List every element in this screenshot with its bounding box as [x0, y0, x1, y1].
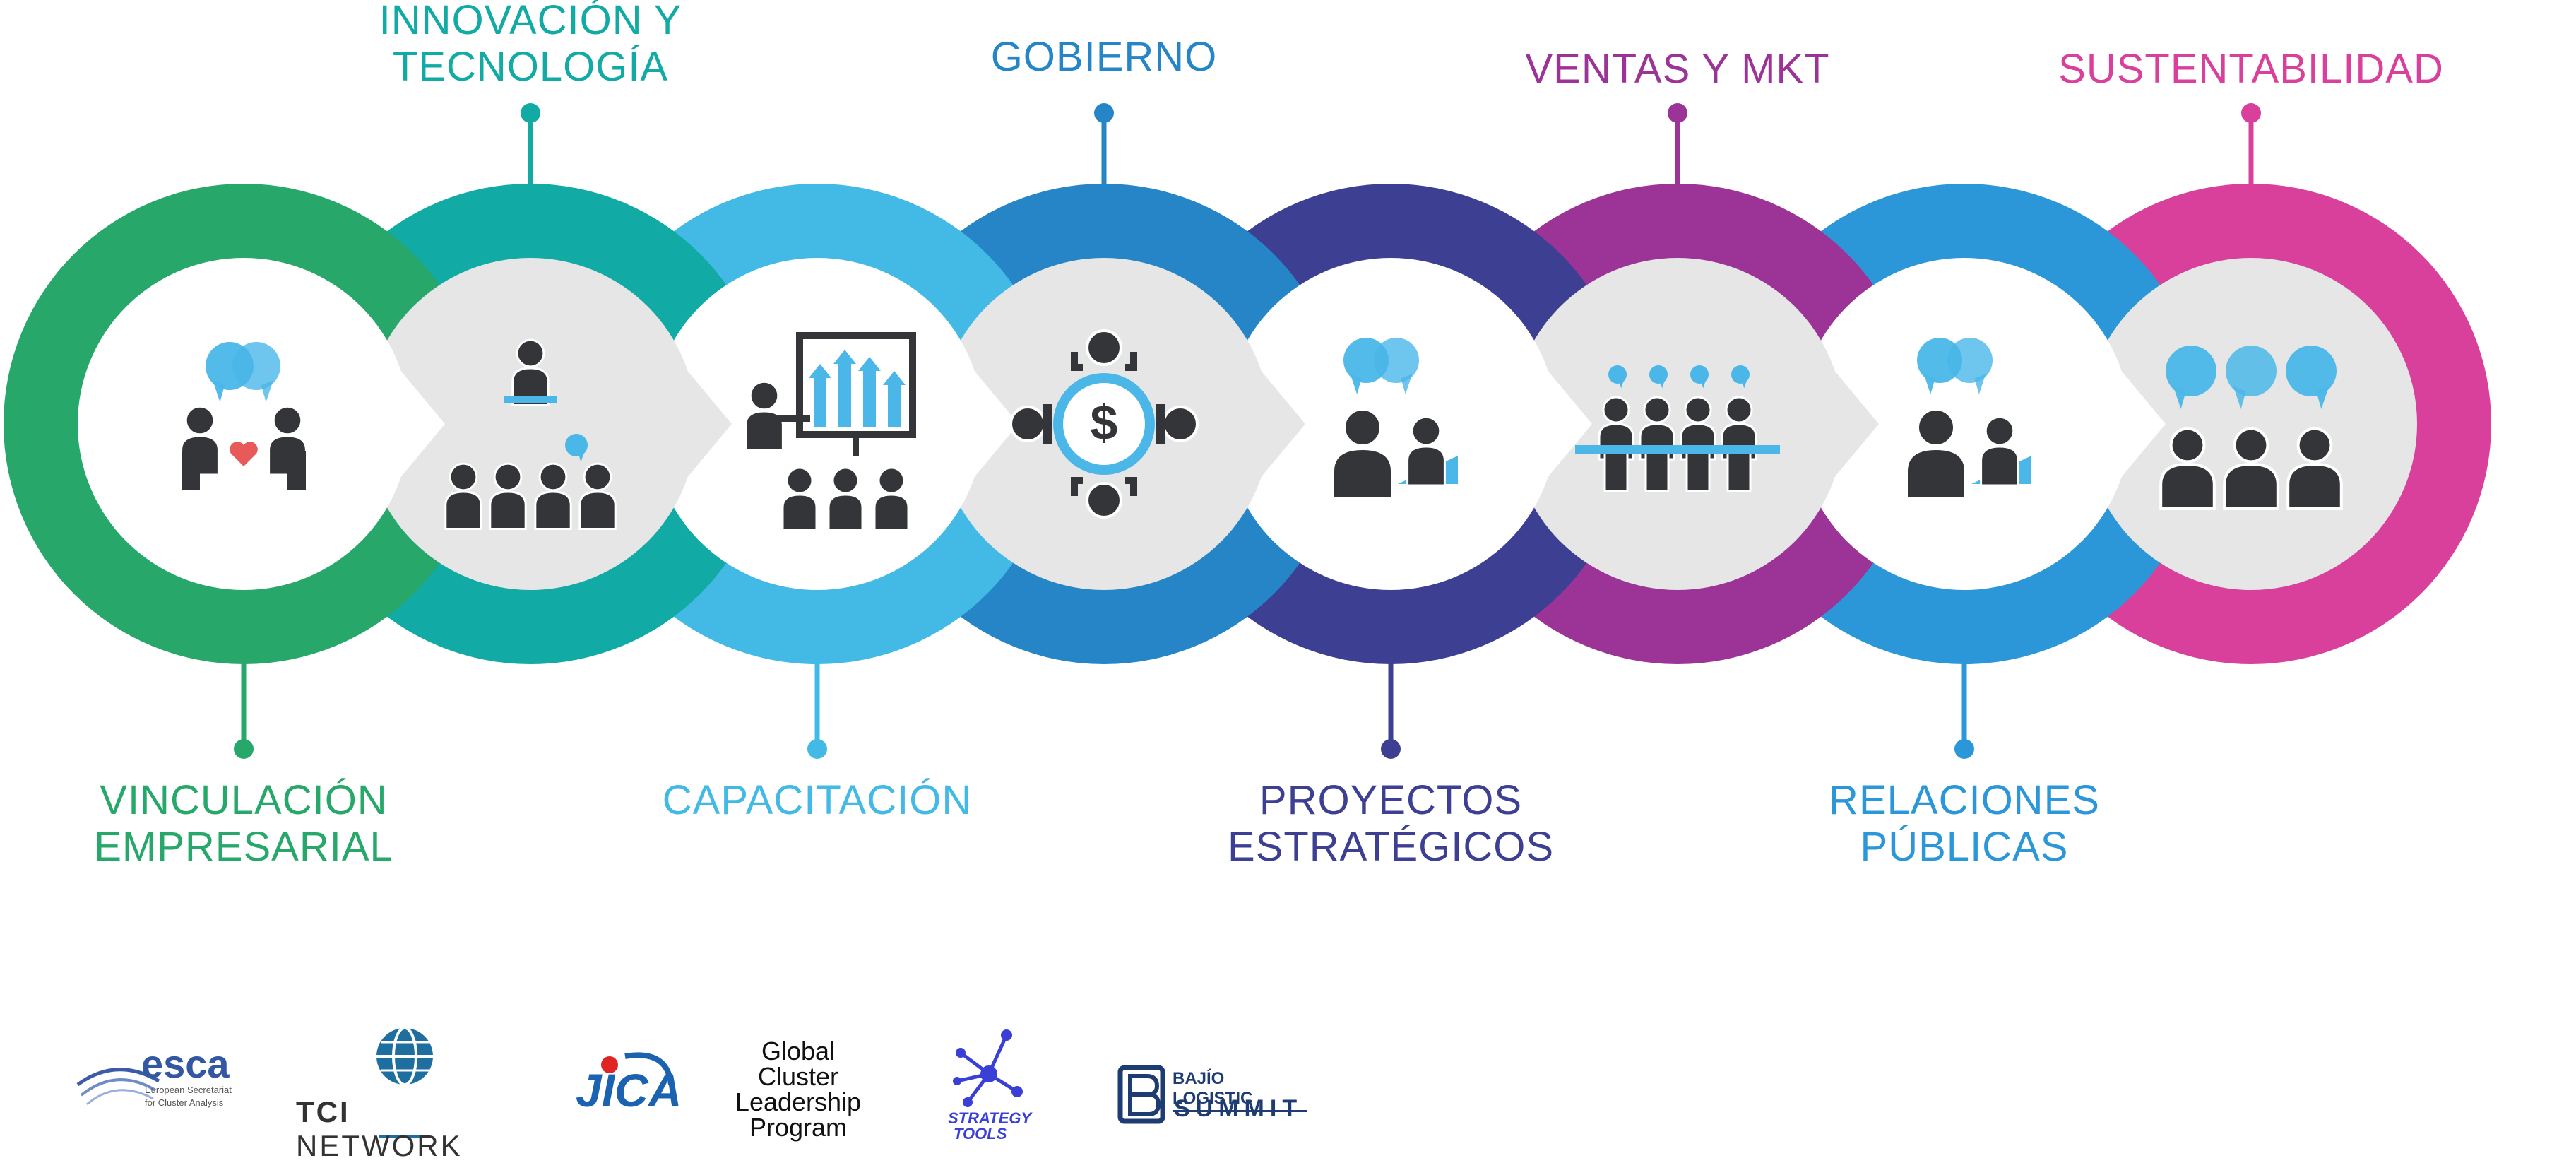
- arrow-chevron-innovacion: [661, 339, 732, 509]
- group-chat-icon: [2159, 346, 2343, 510]
- arrow-chevron-capacitacion: [948, 339, 1019, 509]
- label-gobierno: GOBIERNO: [991, 34, 1218, 81]
- strategy-line-2: TOOLS: [954, 1125, 1007, 1143]
- b-monogram-icon: [1117, 1065, 1165, 1124]
- arrow-chevron-relaciones: [2095, 339, 2166, 509]
- tci-network-logo: TCI NETWORK: [293, 1025, 519, 1162]
- strategy-line-1: STRATEGY: [948, 1109, 1032, 1127]
- label-vinculacion-line: VINCULACIÓN: [100, 777, 388, 823]
- arrow-chevron-vinculacion: [374, 339, 445, 509]
- label-innovacion-line: INNOVACIÓN Y: [379, 0, 682, 43]
- gclp-logo: Global Cluster Leadership Program: [724, 1039, 872, 1145]
- bajio-line-2: SUMMIT: [1174, 1095, 1303, 1122]
- tci-network-name: NETWORK: [296, 1129, 463, 1162]
- gclp-line-3: Leadership: [735, 1087, 862, 1116]
- connector-dot-ventas: [1668, 103, 1687, 123]
- label-capacitacion-line: CAPACITACIÓN: [662, 777, 973, 823]
- money-people-icon: $: [1009, 329, 1199, 519]
- bajio-line-1: BAJÍO LOGISTIC: [1173, 1069, 1307, 1112]
- people-talk-icon: [1905, 338, 2031, 500]
- speaker-audience-icon: [444, 338, 617, 530]
- strategy-tools-logo: STRATEGY TOOLS: [939, 1025, 1060, 1145]
- arrow-chevron-gobierno: [1235, 339, 1305, 509]
- presentation-board-icon: [744, 332, 916, 531]
- people-talk-icon: [1331, 338, 1458, 500]
- connector-dot-capacitacion: [807, 739, 827, 759]
- esca-logo: esca European Secretariat for Cluster An…: [74, 1041, 244, 1120]
- esca-name: esca: [141, 1041, 230, 1086]
- connector-dot-sustentabilidad: [2241, 103, 2261, 123]
- connector-dot-proyectos: [1381, 739, 1401, 759]
- esca-subtitle-1: European Secretariat: [145, 1085, 232, 1095]
- label-capacitacion: CAPACITACIÓN: [663, 777, 972, 824]
- jica-swoosh-icon: [601, 1052, 674, 1085]
- label-proyectos-line: PROYECTOS: [1259, 777, 1523, 823]
- arrow-chevron-proyectos: [1521, 339, 1592, 509]
- label-vinculacion-line: EMPRESARIAL: [94, 824, 393, 870]
- ring-center-relaciones: [1798, 258, 2130, 590]
- label-innovacion-line: TECNOLOGÍA: [392, 44, 669, 90]
- label-ventas: VENTAS Y MKT: [1526, 46, 1830, 93]
- connector-dot-vinculacion: [234, 739, 254, 759]
- connector-dot-gobierno: [1094, 103, 1114, 123]
- label-sustentabilidad-line: SUSTENTABILIDAD: [2058, 46, 2444, 92]
- jica-name: JICA: [576, 1064, 682, 1116]
- label-proyectos-line: ESTRATÉGICOS: [1227, 824, 1555, 870]
- label-sustentabilidad: SUSTENTABILIDAD: [2058, 46, 2444, 93]
- gclp-line-2: Cluster: [757, 1062, 839, 1091]
- tci-name: TCI: [296, 1095, 350, 1128]
- label-relaciones-line: PÚBLICAS: [1860, 824, 2069, 870]
- network-nodes-icon: [953, 1029, 1023, 1107]
- svg-text:$: $: [1091, 395, 1118, 450]
- gclp-line-4: Program: [749, 1113, 848, 1142]
- handshake-heart-icon: [180, 342, 307, 490]
- connector-dot-relaciones: [1954, 739, 1974, 759]
- label-relaciones-line: RELACIONES: [1829, 777, 2100, 823]
- ring-center-proyectos: [1225, 258, 1557, 590]
- team-table-icon: [1575, 365, 1780, 492]
- esca-swoosh-icon: [76, 1068, 160, 1106]
- ring-center-vinculacion: [78, 258, 410, 590]
- arrow-chevron-ventas: [1808, 339, 1879, 509]
- bajio-logistic-logo: BAJÍO LOGISTIC SUMMIT: [1116, 1063, 1307, 1127]
- connector-dot-innovacion: [521, 103, 540, 123]
- ring-center-ventas: [1512, 258, 1844, 590]
- esca-subtitle-2: for Cluster Analysis: [145, 1097, 224, 1108]
- jica-logo: JICA: [576, 1042, 689, 1127]
- gclp-line-1: Global: [761, 1037, 836, 1065]
- globe-icon: [376, 1027, 433, 1138]
- label-gobierno-line: GOBIERNO: [990, 34, 1218, 80]
- label-ventas-line: VENTAS Y MKT: [1525, 46, 1830, 92]
